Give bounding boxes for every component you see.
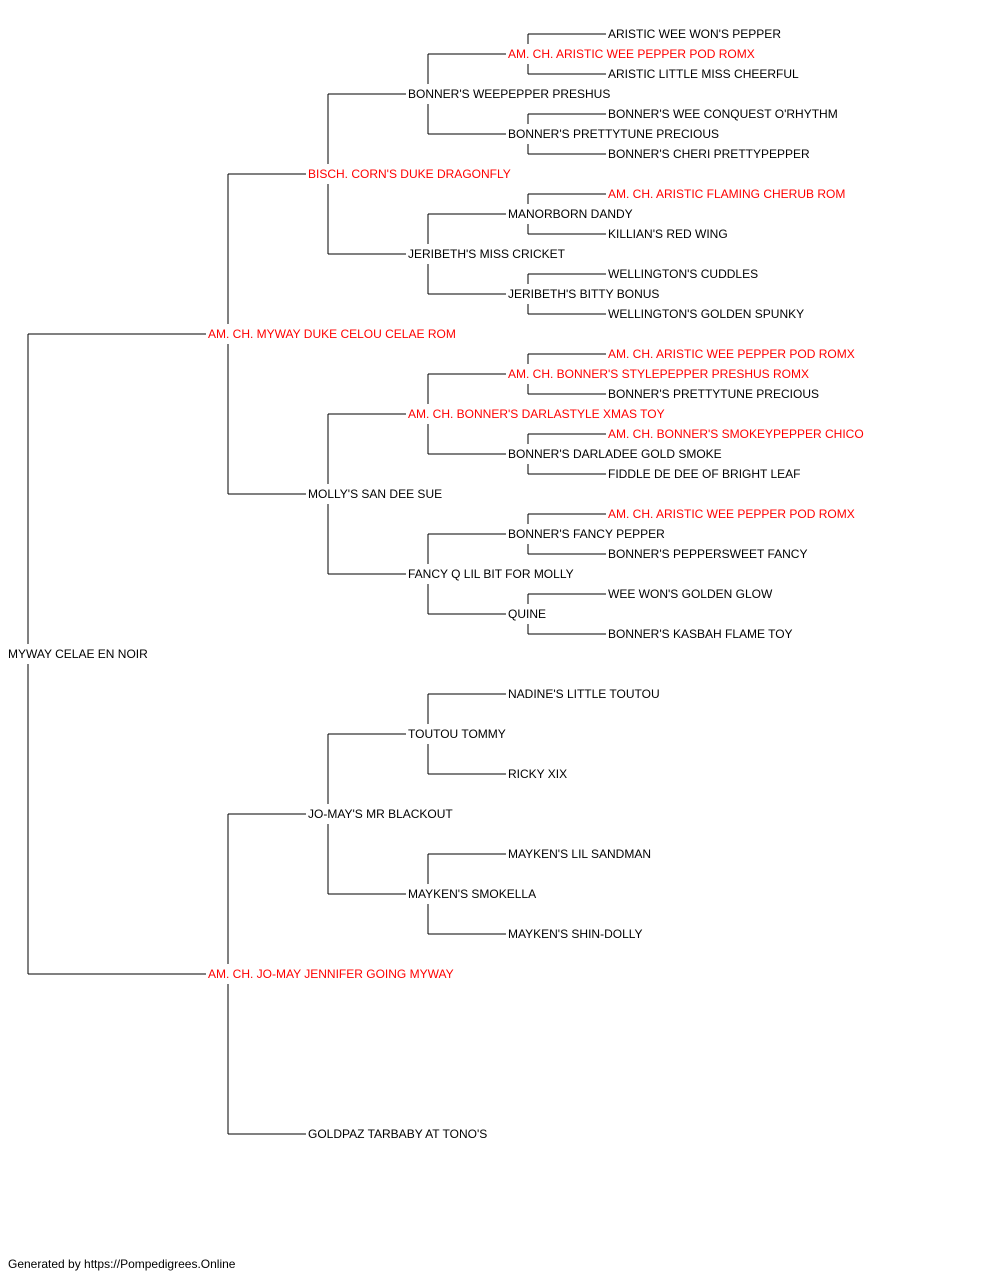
dog-name: RICKY XIX [508, 767, 567, 781]
dog-name: FIDDLE DE DEE OF BRIGHT LEAF [608, 467, 800, 481]
dog-name: WELLINGTON'S CUDDLES [608, 267, 758, 281]
dog-name: JERIBETH'S MISS CRICKET [408, 247, 566, 261]
dog-name: BISCH. CORN'S DUKE DRAGONFLY [308, 167, 511, 181]
dog-name: BONNER'S PRETTYTUNE PRECIOUS [508, 127, 719, 141]
dog-name: BONNER'S CHERI PRETTYPEPPER [608, 147, 810, 161]
dog-name: BONNER'S FANCY PEPPER [508, 527, 665, 541]
dog-name: FANCY Q LIL BIT FOR MOLLY [408, 567, 574, 581]
dog-name: MAYKEN'S SHIN-DOLLY [508, 927, 643, 941]
dog-name: MOLLY'S SAN DEE SUE [308, 487, 442, 501]
dog-name: AM. CH. BONNER'S STYLEPEPPER PRESHUS ROM… [508, 367, 809, 381]
dog-name: MAYKEN'S SMOKELLA [408, 887, 536, 901]
dog-name: AM. CH. MYWAY DUKE CELOU CELAE ROM [208, 327, 456, 341]
dog-name: AM. CH. ARISTIC FLAMING CHERUB ROM [608, 187, 845, 201]
dog-name: MYWAY CELAE EN NOIR [8, 647, 148, 661]
dog-name: ARISTIC WEE WON'S PEPPER [608, 27, 781, 41]
dog-name: BONNER'S WEEPEPPER PRESHUS [408, 87, 610, 101]
dog-name: AM. CH. ARISTIC WEE PEPPER POD ROMX [608, 507, 855, 521]
dog-name: BONNER'S KASBAH FLAME TOY [608, 627, 793, 641]
dog-name: BONNER'S WEE CONQUEST O'RHYTHM [608, 107, 838, 121]
dog-name: GOLDPAZ TARBABY AT TONO'S [308, 1127, 487, 1141]
dog-name: AM. CH. JO-MAY JENNIFER GOING MYWAY [208, 967, 454, 981]
dog-name: AM. CH. BONNER'S DARLASTYLE XMAS TOY [408, 407, 665, 421]
dog-name: KILLIAN'S RED WING [608, 227, 728, 241]
dog-name: QUINE [508, 607, 546, 621]
dog-name: BONNER'S DARLADEE GOLD SMOKE [508, 447, 722, 461]
footer-credit: Generated by https://Pompedigrees.Online [8, 1257, 236, 1271]
dog-name: WELLINGTON'S GOLDEN SPUNKY [608, 307, 804, 321]
dog-name: MANORBORN DANDY [508, 207, 633, 221]
dog-name: AM. CH. BONNER'S SMOKEYPEPPER CHICO [608, 427, 864, 441]
dog-name: JO-MAY'S MR BLACKOUT [308, 807, 453, 821]
dog-name: MAYKEN'S LIL SANDMAN [508, 847, 651, 861]
dog-name: AM. CH. ARISTIC WEE PEPPER POD ROMX [508, 47, 755, 61]
dog-name: TOUTOU TOMMY [408, 727, 506, 741]
dog-name: AM. CH. ARISTIC WEE PEPPER POD ROMX [608, 347, 855, 361]
dog-name: BONNER'S PRETTYTUNE PRECIOUS [608, 387, 819, 401]
dog-name: BONNER'S PEPPERSWEET FANCY [608, 547, 807, 561]
dog-name: JERIBETH'S BITTY BONUS [508, 287, 659, 301]
dog-name: NADINE'S LITTLE TOUTOU [508, 687, 660, 701]
dog-name: ARISTIC LITTLE MISS CHEERFUL [608, 67, 799, 81]
dog-name: WEE WON'S GOLDEN GLOW [608, 587, 773, 601]
